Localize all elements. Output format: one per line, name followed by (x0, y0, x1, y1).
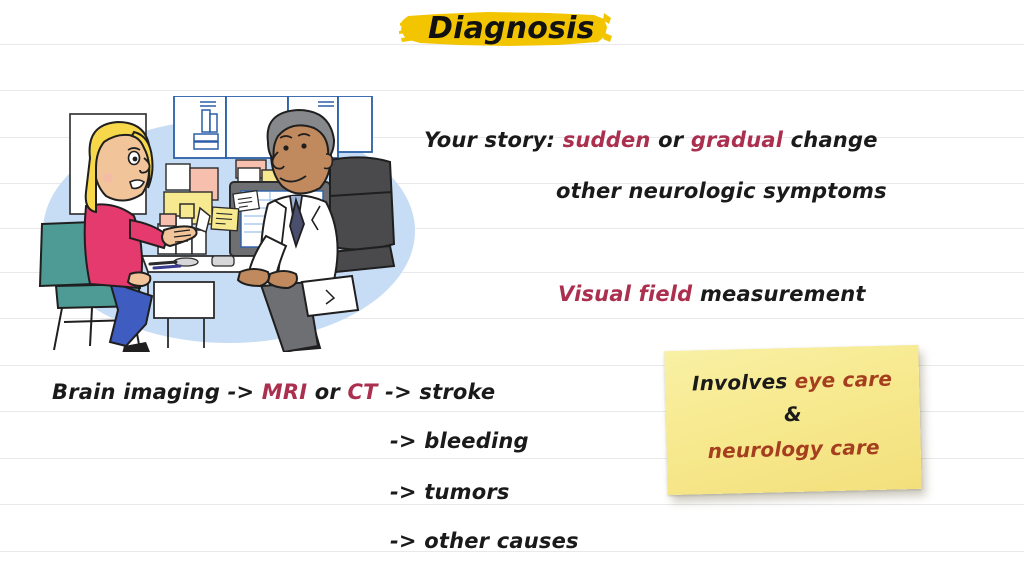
your-story-trail: change (790, 128, 878, 152)
your-story-lead: Your story: (424, 128, 556, 152)
text-cause-bleeding: -> bleeding (390, 429, 529, 453)
text-other-neurologic-symptoms: other neurologic symptoms (556, 179, 887, 203)
page-title: Diagnosis (428, 11, 595, 46)
brain-imaging-trail: -> stroke (385, 380, 496, 404)
text-cause-other: -> other causes (390, 529, 579, 553)
paper-rule-1 (0, 90, 1024, 91)
sticky-note-ampersand: & (783, 401, 802, 427)
text-brain-imaging: Brain imaging -> MRI or CT -> stroke (52, 379, 495, 405)
sticky-note-line-1: Involves eye care (665, 365, 920, 397)
keyword-ct: CT (347, 380, 378, 404)
keyword-neurology-care: neurology care (707, 434, 881, 464)
doctor-patient-illustration (38, 96, 415, 352)
brain-imaging-lead: Brain imaging -> (52, 380, 255, 404)
brain-imaging-conjunction: or (314, 380, 340, 404)
paper-rule-10 (0, 504, 1024, 505)
keyword-gradual: gradual (690, 128, 784, 152)
text-your-story: Your story: sudden or gradual change (424, 127, 878, 153)
highlighter-stroke-icon (399, 12, 612, 46)
keyword-visual-field: Visual field (558, 282, 693, 306)
your-story-conjunction: or (658, 128, 684, 152)
sticky-note: Involves eye care & neurology care (664, 344, 922, 496)
text-visual-field-measurement: Visual field measurement (558, 281, 866, 307)
keyword-mri: MRI (261, 380, 308, 404)
sticky-note-lead: Involves (691, 369, 788, 396)
keyword-eye-care: eye care (794, 366, 893, 393)
slide-title-block: Diagnosis (398, 4, 628, 54)
keyword-sudden: sudden (562, 128, 651, 152)
text-cause-tumors: -> tumors (390, 480, 510, 504)
visual-field-trail: measurement (699, 282, 866, 306)
